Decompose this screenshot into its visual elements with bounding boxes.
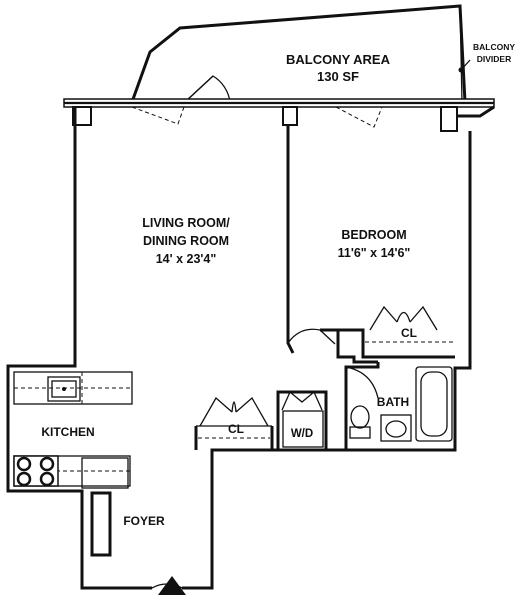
bath-label: BATH — [377, 395, 409, 409]
hall-closet-walls — [194, 426, 274, 450]
stove — [13, 455, 59, 487]
bedroom-dims: 11'6" x 14'6" — [338, 246, 411, 260]
entry-arrow — [158, 576, 186, 595]
foyer-closet — [90, 491, 112, 557]
bathtub — [415, 366, 453, 442]
balcony-label: BALCONY AREA — [286, 52, 391, 67]
foyer-label: FOYER — [123, 514, 165, 528]
bedroom-door-arc — [287, 328, 321, 344]
bedroom-closet-doors — [365, 305, 453, 343]
balcony-divider-leader — [460, 59, 471, 71]
bedroom-door-leaf — [319, 329, 336, 345]
living-window-swing — [131, 106, 185, 125]
bath-sink — [380, 414, 412, 442]
bedroom-left-wall — [286, 125, 378, 364]
bedroom-closet-wall — [338, 328, 455, 359]
living-room-label-1: LIVING ROOM/ — [142, 216, 230, 230]
balcony-divider-line — [459, 5, 463, 103]
bath-wall — [344, 362, 380, 450]
column-left — [72, 106, 92, 126]
kitchen-label: KITCHEN — [41, 425, 94, 439]
column-middle — [282, 106, 298, 126]
washer-dryer-closet — [276, 390, 328, 452]
living-room-label-2: DINING ROOM — [143, 234, 229, 248]
bedroom-label: BEDROOM — [341, 228, 406, 242]
bedroom-closet-label: CL — [401, 326, 417, 340]
bathtub-inner — [420, 371, 448, 437]
washer-dryer-label: W/D — [291, 428, 313, 440]
toilet — [349, 405, 371, 439]
balcony-divider-label-2: DIVIDER — [477, 54, 511, 64]
column-right — [440, 106, 458, 132]
refrigerator — [81, 457, 129, 489]
bath-door-arc — [345, 366, 379, 399]
balcony-door — [184, 75, 231, 103]
kitchen-upper-counter — [13, 371, 133, 405]
hall-closet-label: CL — [228, 422, 244, 436]
kitchen-sink — [47, 376, 81, 402]
washer-dryer-doors — [281, 390, 323, 411]
balcony-area-label: 130 SF — [317, 69, 359, 84]
balcony-divider-label-1: BALCONY — [473, 42, 515, 52]
bedroom-window-swing — [335, 106, 383, 128]
balcony-outline — [130, 4, 467, 103]
hall-closet-doors — [198, 396, 270, 439]
washer-dryer-unit — [282, 410, 324, 448]
exterior-walls — [6, 107, 472, 590]
column-right-bracket — [457, 105, 495, 118]
living-room-dims: 14' x 23'4" — [156, 252, 217, 266]
